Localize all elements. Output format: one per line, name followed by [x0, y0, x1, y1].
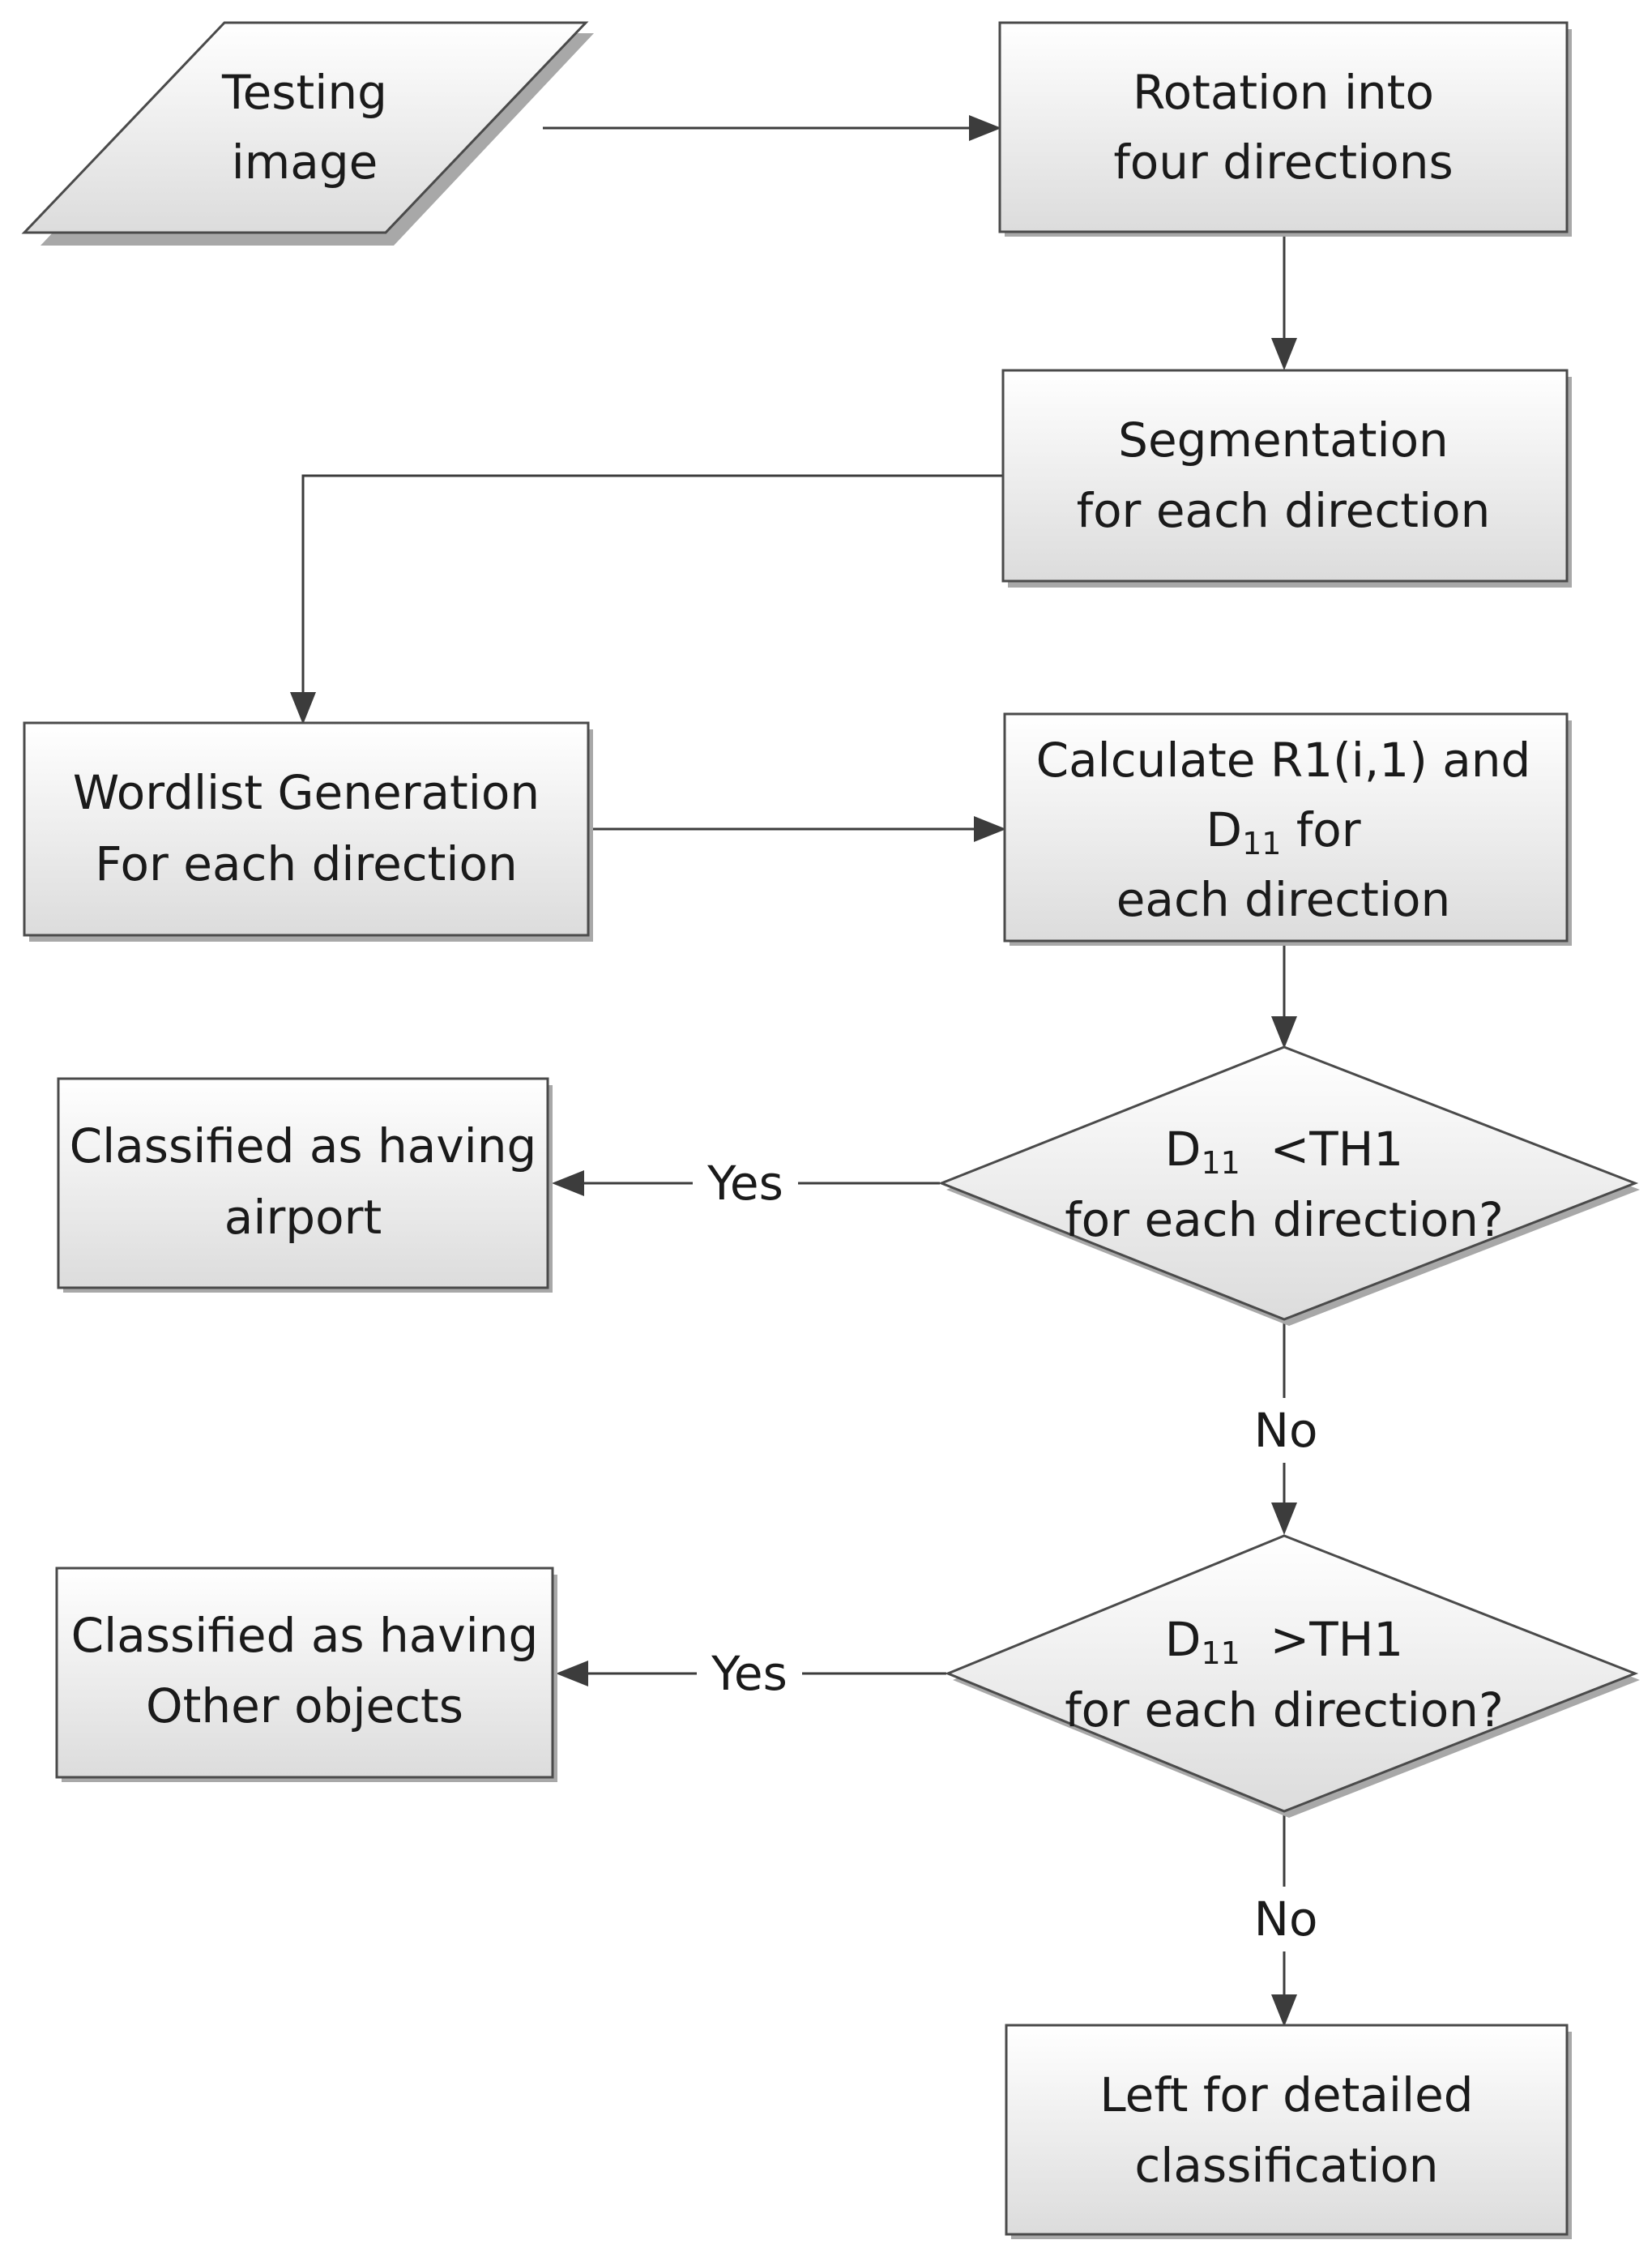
node-decision-2-condition: >TH1	[1240, 1612, 1403, 1667]
node-testing-image-line1: Testing	[221, 65, 387, 120]
node-calculate: Calculate R1(i,1) and D11 for each direc…	[1003, 712, 1572, 946]
edge-segmentation-to-wordlist	[290, 474, 1003, 725]
node-segmentation-line1: Segmentation	[1118, 413, 1449, 468]
node-airport-line1: Classified as having	[70, 1118, 537, 1173]
node-decision-1-d: D	[1165, 1122, 1202, 1177]
node-testing-image-line2: image	[232, 135, 378, 190]
node-calculate-line2: D11 for	[1206, 802, 1360, 861]
node-decision-1-line2: for each direction?	[1065, 1192, 1503, 1247]
node-decision-1-line1: D11 <TH1	[1165, 1122, 1403, 1181]
node-wordlist-line2: For each direction	[95, 836, 518, 891]
node-decision-1-condition: <TH1	[1240, 1122, 1403, 1177]
node-airport: Classified as having airport	[57, 1077, 553, 1293]
node-decision-2: D11 >TH1 for each direction?	[945, 1534, 1640, 1818]
node-other-objects-line2: Other objects	[146, 1678, 463, 1733]
node-wordlist: Wordlist Generation For each direction	[23, 721, 593, 942]
node-calculate-for: for	[1281, 802, 1360, 857]
node-calculate-d: D	[1206, 802, 1242, 857]
node-decision-1-d-subscript: 11	[1201, 1145, 1240, 1181]
node-decision-1: D11 <TH1 for each direction?	[937, 1045, 1640, 1326]
node-rotation: Rotation into four directions	[998, 21, 1572, 237]
node-segmentation: Segmentation for each direction	[1001, 369, 1572, 588]
node-calculate-line1: Calculate R1(i,1) and	[1036, 733, 1531, 788]
node-wordlist-line1: Wordlist Generation	[73, 765, 540, 820]
edge-label-no-1: No	[1254, 1403, 1318, 1458]
node-decision-2-d-subscript: 11	[1201, 1635, 1240, 1671]
node-decision-2-line2: for each direction?	[1065, 1682, 1503, 1738]
edge-label-yes-1: Yes	[706, 1156, 783, 1211]
node-airport-line2: airport	[224, 1190, 382, 1245]
node-left-detailed: Left for detailed classification	[1005, 2024, 1572, 2239]
edge-label-yes-2: Yes	[711, 1646, 788, 1701]
node-segmentation-line2: for each direction	[1077, 483, 1491, 538]
node-testing-image: Testing image	[21, 21, 594, 246]
node-other-objects: Classified as having Other objects	[55, 1567, 557, 1782]
node-rotation-line2: four directions	[1113, 135, 1453, 190]
node-left-detailed-line2: classification	[1134, 2138, 1438, 2193]
node-calculate-d-subscript: 11	[1242, 826, 1281, 861]
node-rotation-line1: Rotation into	[1133, 65, 1434, 120]
node-decision-2-line1: D11 >TH1	[1165, 1612, 1403, 1671]
edge-label-no-2: No	[1254, 1892, 1318, 1947]
node-left-detailed-line1: Left for detailed	[1099, 2067, 1473, 2122]
node-calculate-line3: each direction	[1116, 872, 1451, 927]
node-decision-2-d: D	[1165, 1612, 1202, 1667]
edge-labels: Yes No Yes No	[693, 1151, 1329, 1951]
node-other-objects-line1: Classified as having	[71, 1608, 539, 1663]
